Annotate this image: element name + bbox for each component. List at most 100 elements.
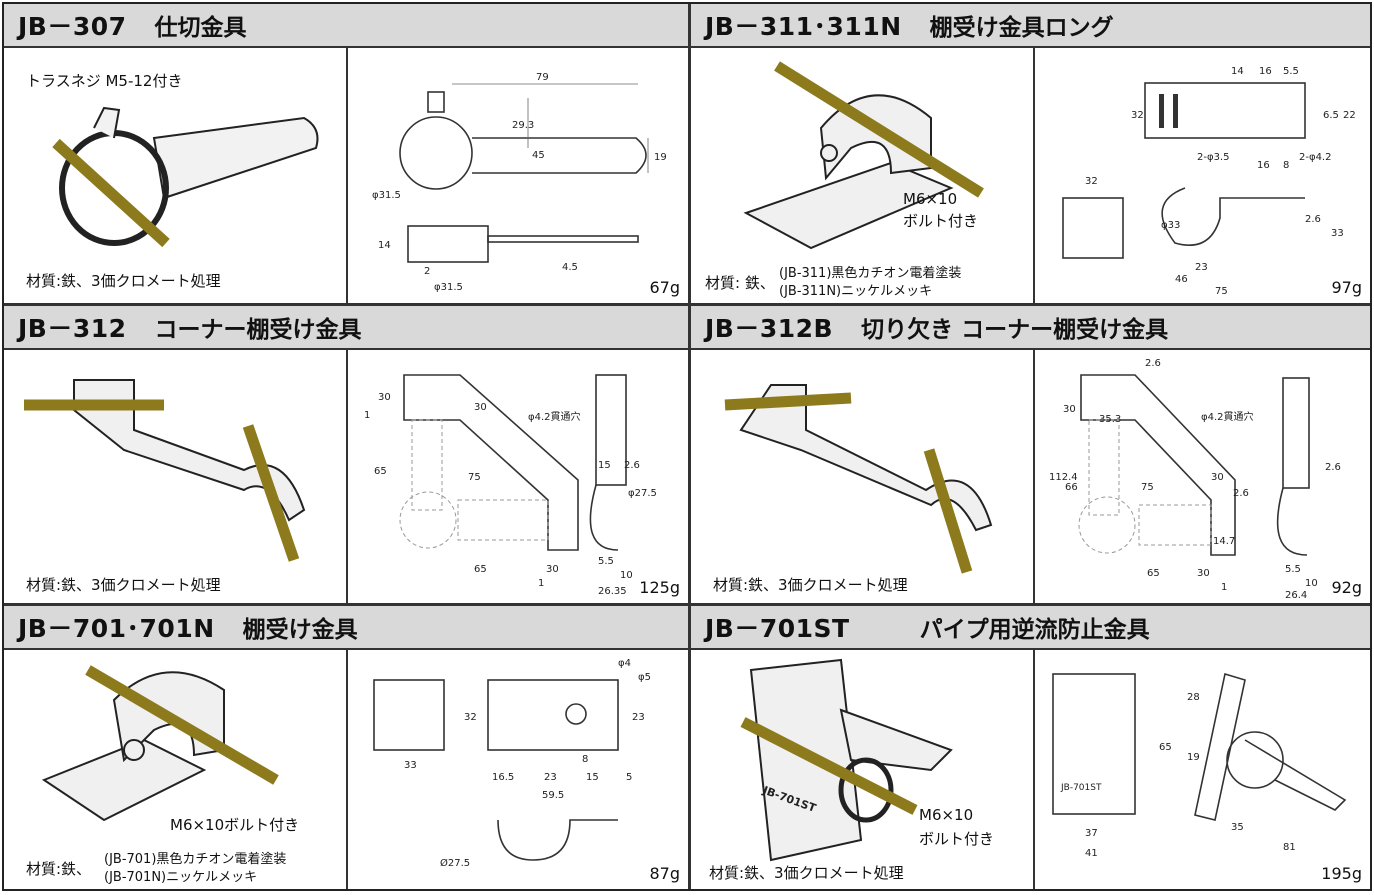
technical-drawing: 30 1 30 φ4.2貫通穴 65 75 15 2.6 φ27.5 65 30…: [348, 350, 688, 603]
bolt-text: M6×10ボルト付き: [170, 816, 300, 834]
dim-label: 30: [1063, 404, 1076, 415]
dim-label: 2: [424, 266, 430, 277]
dim-label: 4.5: [562, 262, 578, 273]
bolt-text: M6×10: [903, 190, 958, 208]
dim-label: φ4.2貫通穴: [1201, 410, 1254, 423]
material-text: 材質:鉄、3価クロメート処理: [26, 272, 221, 290]
product-name: 仕切金具: [154, 15, 247, 41]
material-prefix: 材質: 鉄、: [705, 274, 775, 292]
weight: 67g: [649, 278, 680, 297]
dim-label: 33: [1331, 228, 1344, 239]
dim-label: 2-φ4.2: [1299, 152, 1331, 163]
weight: 125g: [639, 578, 680, 597]
dim-label: 30: [1197, 568, 1210, 579]
dim-label: 5.5: [1283, 66, 1299, 77]
product-header: JB－701ST パイプ用逆流防止金具: [691, 606, 1370, 650]
product-photo: 材質:鉄、3価クロメート処理: [691, 350, 1035, 603]
technical-drawing: 14 16 5.5 32 6.5 22 2-φ3.5 16 8 2-φ4.2 3…: [1035, 48, 1370, 303]
dimension-drawing: 2.6 30 35.3 φ4.2貫通穴 112.4 66 75 30 2.6 2…: [1049, 358, 1341, 601]
product-jb-701: JB－701･701N 棚受け金具 M6×10ボルト付き 材質:鉄、 (JB-7…: [4, 606, 688, 889]
dim-label: 2.6: [1145, 358, 1161, 369]
dim-label: 5.5: [1285, 564, 1301, 575]
dim-label: 2-φ3.5: [1197, 152, 1229, 163]
bracket-illustration: [743, 61, 984, 250]
dim-label: 59.5: [542, 790, 564, 801]
product-code: JB－701ST: [705, 614, 850, 643]
dim-label: 5: [626, 772, 632, 783]
product-name: コーナー棚受け金具: [154, 317, 362, 343]
product-code: JB－312: [18, 314, 127, 343]
dim-label: 2.6: [1325, 462, 1341, 473]
dim-label: 32: [1131, 110, 1144, 121]
dim-label: 16: [1259, 66, 1272, 77]
product-jb-312: JB－312 コーナー棚受け金具 材質:鉄、3価クロメート処理: [4, 306, 688, 603]
weight: 92g: [1331, 578, 1362, 597]
dimension-drawing: JB-701ST 28 65 19 37 41 35 81: [1052, 672, 1347, 859]
dim-label: 65: [1159, 742, 1172, 753]
dim-label: 81: [1283, 842, 1296, 853]
dim-label: 2.6: [1233, 488, 1249, 499]
dim-label: 14.7: [1213, 536, 1235, 547]
dim-label: 10: [1305, 578, 1318, 589]
dim-label: 66: [1065, 482, 1078, 493]
dim-label: 23: [544, 772, 557, 783]
dim-label: φ31.5: [434, 282, 463, 293]
dim-label: 1: [1221, 582, 1227, 593]
dim-label: 26.35: [598, 586, 627, 597]
dim-label: Ø27.5: [440, 857, 470, 869]
dim-label: 22: [1343, 110, 1356, 121]
row-divider: [4, 603, 1370, 606]
product-header: JB－312B 切り欠き コーナー棚受け金具: [691, 306, 1370, 350]
bolt-text: M6×10: [919, 806, 974, 824]
dim-label: φ33: [1161, 220, 1180, 231]
dim-label: 6.5: [1323, 110, 1339, 121]
bracket-illustration: [41, 665, 279, 822]
dim-label: φ5: [638, 672, 651, 683]
dim-label: 8: [1283, 160, 1289, 171]
technical-drawing: 2.6 30 35.3 φ4.2貫通穴 112.4 66 75 30 2.6 2…: [1035, 350, 1370, 603]
dimension-drawing: 30 1 30 φ4.2貫通穴 65 75 15 2.6 φ27.5 65 30…: [364, 374, 657, 597]
product-photo: M6×10 ボルト付き 材質: 鉄、 (JB-311)黒色カチオン電着塗装 (J…: [691, 48, 1035, 303]
stamp-text: JB-701ST: [1060, 783, 1102, 793]
product-jb-311: JB－311･311N 棚受け金具ロング M6×10 ボルト付き 材質: 鉄、 …: [691, 4, 1370, 303]
dim-label: 79: [536, 72, 549, 83]
material-line: (JB-311)黒色カチオン電着塗装: [779, 266, 962, 281]
dim-label: 10: [620, 570, 633, 581]
dim-label: 75: [468, 472, 481, 483]
column-divider: [688, 4, 691, 889]
dim-label: 112.4: [1049, 472, 1078, 483]
material-line: (JB-311N)ニッケルメッキ: [779, 284, 933, 299]
bracket-illustration: [52, 106, 319, 248]
dim-label: 2.6: [1305, 214, 1321, 225]
dim-label: 30: [546, 564, 559, 575]
dim-label: 46: [1175, 274, 1188, 285]
dim-label: 65: [1147, 568, 1160, 579]
dim-label: 1: [364, 410, 370, 421]
product-name: パイプ用逆流防止金具: [919, 617, 1150, 643]
product-header: JB－312 コーナー棚受け金具: [4, 306, 688, 350]
bracket-illustration: JB-701ST: [740, 658, 953, 862]
product-note: トラスネジ M5-12付き: [26, 72, 183, 90]
bracket-illustration: [724, 384, 993, 574]
material-prefix: 材質:鉄、: [26, 860, 92, 878]
technical-drawing: φ4 φ5 32 23 33 8 16.5 23 15 5 59.5 Ø27.5…: [348, 650, 688, 889]
material-text: 材質:鉄、3価クロメート処理: [709, 864, 904, 882]
weight: 195g: [1321, 864, 1362, 883]
dim-label: 14: [378, 240, 391, 251]
material-text: 材質:鉄、3価クロメート処理: [26, 576, 221, 594]
product-photo: JB-701ST M6×10 ボルト付き 材質:鉄、3価クロメート処理: [691, 650, 1035, 889]
dim-label: φ4.2貫通穴: [528, 410, 581, 423]
bolt-text: ボルト付き: [903, 212, 979, 230]
dim-label: 19: [1187, 752, 1200, 763]
technical-drawing: JB-701ST 28 65 19 37 41 35 81 195g: [1035, 650, 1370, 889]
dimension-drawing: 14 16 5.5 32 6.5 22 2-φ3.5 16 8 2-φ4.2 3…: [1062, 66, 1356, 297]
product-jb-312b: JB－312B 切り欠き コーナー棚受け金具 材質:鉄、3価クロメート処理: [691, 306, 1370, 603]
dim-label: 5.5: [598, 556, 614, 567]
dim-label: 30: [378, 392, 391, 403]
dim-label: 45: [532, 150, 545, 161]
product-code: JB－701･701N: [18, 614, 215, 643]
dim-label: φ27.5: [628, 488, 657, 499]
dim-label: 30: [1211, 472, 1224, 483]
dim-label: 16: [1257, 160, 1270, 171]
